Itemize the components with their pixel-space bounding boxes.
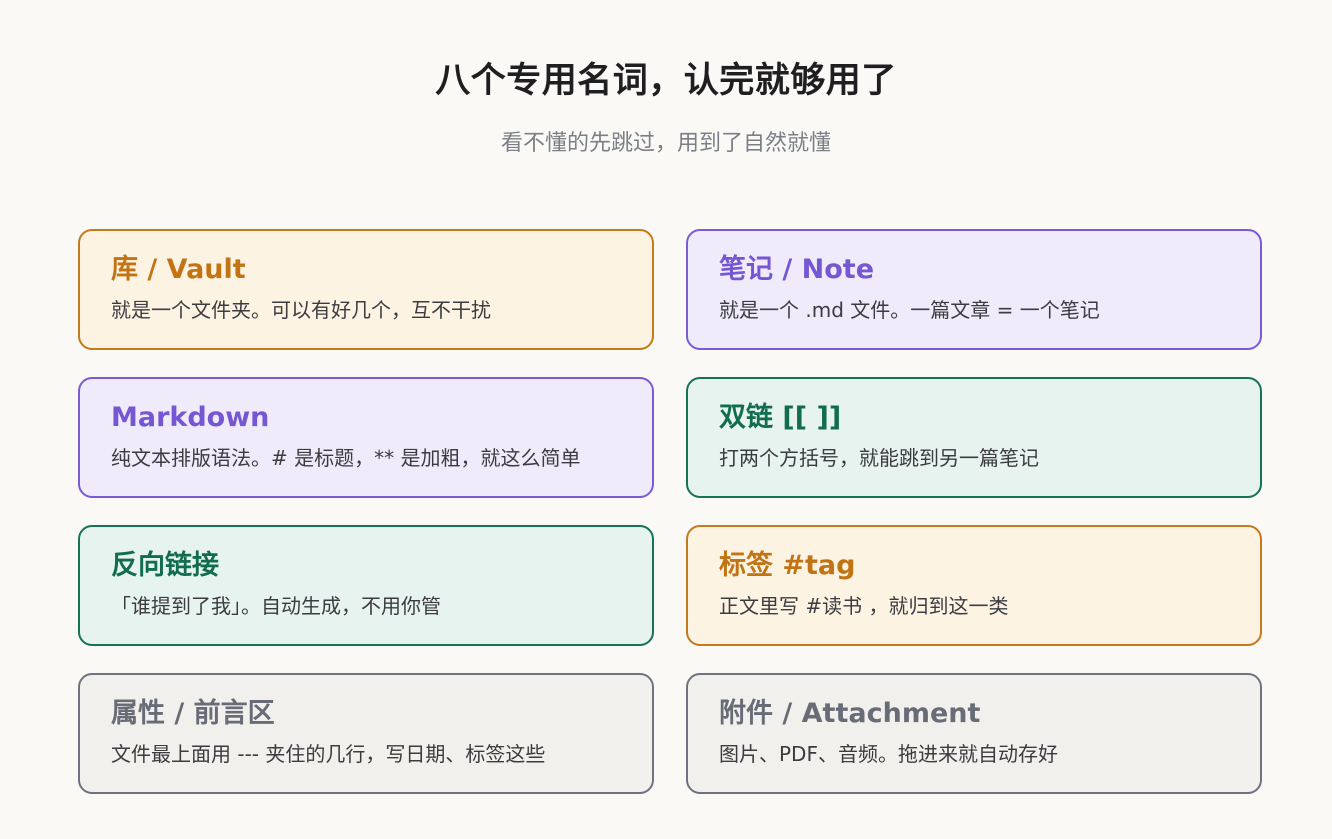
- term-card-backlinks: 反向链接 「谁提到了我」。自动生成，不用你管: [78, 525, 654, 646]
- term-card-properties: 属性 / 前言区 文件最上面用 --- 夹住的几行，写日期、标签这些: [78, 673, 654, 794]
- term-card-description: 「谁提到了我」。自动生成，不用你管: [111, 594, 441, 618]
- term-card-tag: 标签 #tag 正文里写 #读书 ，就归到这一类: [686, 525, 1262, 646]
- term-card-title: 反向链接: [111, 550, 219, 581]
- term-card-markdown: Markdown 纯文本排版语法。# 是标题，** 是加粗，就这么简单: [78, 377, 654, 498]
- term-card-note: 笔记 / Note 就是一个 .md 文件。一篇文章 = 一个笔记: [686, 229, 1262, 350]
- term-card-title: 附件 / Attachment: [719, 698, 981, 729]
- term-card-description: 纯文本排版语法。# 是标题，** 是加粗，就这么简单: [111, 446, 581, 470]
- term-card-attachment: 附件 / Attachment 图片、PDF、音频。拖进来就自动存好: [686, 673, 1262, 794]
- page-title: 八个专用名词，认完就够用了: [435, 61, 897, 101]
- term-card-description: 打两个方括号，就能跳到另一篇笔记: [719, 446, 1039, 470]
- term-card-title: Markdown: [111, 402, 270, 433]
- term-card-title: 标签 #tag: [719, 550, 856, 581]
- term-card-title: 笔记 / Note: [719, 254, 875, 285]
- term-card-description: 图片、PDF、音频。拖进来就自动存好: [719, 742, 1058, 766]
- term-card-title: 库 / Vault: [111, 254, 246, 285]
- term-card-description: 正文里写 #读书 ，就归到这一类: [719, 594, 1009, 618]
- term-card-title: 双链 [[ ]]: [719, 402, 842, 433]
- term-card-vault: 库 / Vault 就是一个文件夹。可以有好几个，互不干扰: [78, 229, 654, 350]
- term-card-description: 就是一个文件夹。可以有好几个，互不干扰: [111, 298, 491, 322]
- term-card-description: 就是一个 .md 文件。一篇文章 = 一个笔记: [719, 298, 1100, 322]
- page-subtitle: 看不懂的先跳过，用到了自然就懂: [500, 131, 831, 156]
- term-card-grid: 库 / Vault 就是一个文件夹。可以有好几个，互不干扰 笔记 / Note …: [78, 229, 1262, 794]
- term-card-description: 文件最上面用 --- 夹住的几行，写日期、标签这些: [111, 742, 546, 766]
- term-card-wikilink: 双链 [[ ]] 打两个方括号，就能跳到另一篇笔记: [686, 377, 1262, 498]
- term-card-title: 属性 / 前言区: [111, 698, 275, 729]
